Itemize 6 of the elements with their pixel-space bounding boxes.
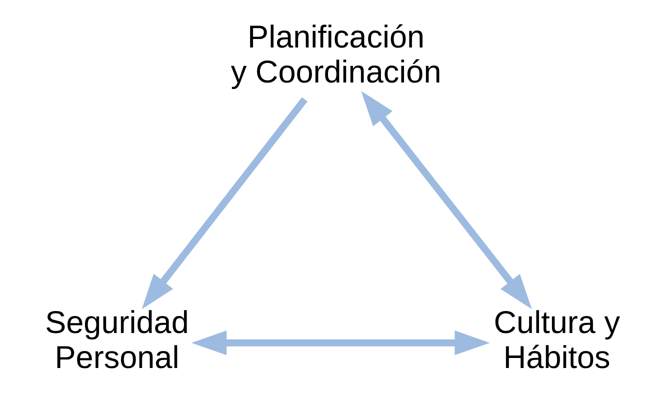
arrow	[360, 91, 532, 310]
node-text: Planificación y Coordinación	[230, 18, 441, 90]
arrow	[190, 330, 490, 356]
arrow	[141, 97, 307, 310]
node-text: Cultura y Hábitos	[493, 304, 620, 376]
node-text: Seguridad Personal	[44, 304, 188, 376]
